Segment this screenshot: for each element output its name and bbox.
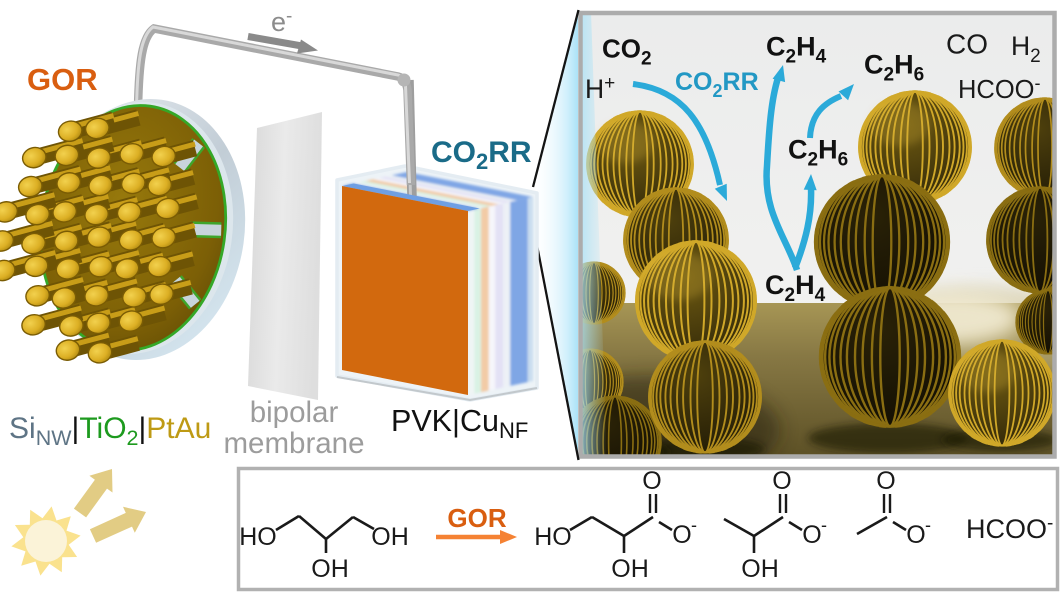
svg-text:SiNW|TiO2|PtAu: SiNW|TiO2|PtAu [9, 412, 211, 450]
svg-text:OH: OH [311, 555, 349, 583]
svg-text:O: O [802, 521, 821, 549]
svg-text:HCOO-: HCOO- [966, 513, 1053, 544]
svg-text:-: - [925, 515, 931, 535]
svg-text:OH: OH [371, 523, 409, 551]
svg-text:O: O [672, 521, 691, 549]
svg-text:OH: OH [741, 555, 779, 583]
svg-text:GOR: GOR [447, 503, 506, 533]
svg-text:O: O [772, 467, 791, 495]
svg-text:PVK|CuNF: PVK|CuNF [391, 404, 528, 443]
svg-text:CO2RR: CO2RR [431, 136, 532, 174]
svg-text:OH: OH [611, 555, 649, 583]
svg-text:CO: CO [946, 29, 988, 60]
svg-text:GOR: GOR [27, 62, 98, 97]
svg-text:membrane: membrane [223, 427, 364, 460]
svg-text:O: O [876, 467, 895, 495]
svg-text:O: O [906, 521, 925, 549]
svg-text:O: O [642, 467, 661, 495]
svg-text:HO: HO [534, 523, 572, 551]
svg-text:e-: e- [271, 6, 292, 37]
svg-text:HCOO-: HCOO- [958, 73, 1041, 104]
svg-text:-: - [691, 515, 697, 535]
svg-text:bipolar: bipolar [250, 396, 339, 429]
svg-text:-: - [821, 515, 827, 535]
svg-text:HO: HO [239, 523, 277, 551]
